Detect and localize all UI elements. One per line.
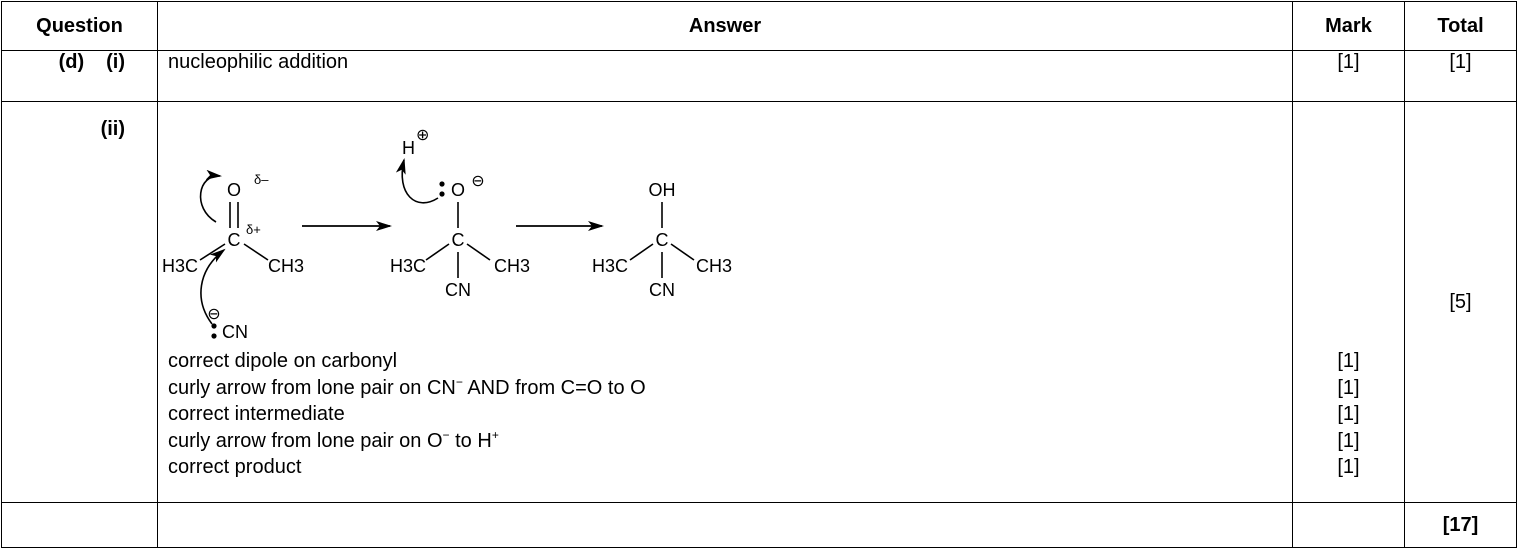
marking-point: curly arrow from lone pair on CN− AND fr… <box>168 375 1292 402</box>
reactant-methyl-left: H3C <box>162 256 198 276</box>
mark-d-ii: [1] [1] [1] [1] [1] <box>1292 101 1405 503</box>
delta-plus-label: δ+ <box>246 222 261 237</box>
cyanide-nucleophile: ⊖ CN <box>200 248 248 342</box>
intermediate-oxygen: O <box>451 180 465 200</box>
mark-d-i: [1] <box>1292 50 1405 102</box>
mark-value: [1] <box>1337 429 1360 452</box>
product-methyl-left: H3C <box>592 256 628 276</box>
lone-pair-dot <box>439 181 445 187</box>
mark-value: [1] <box>1337 456 1360 478</box>
proton-charge-icon: ⊕ <box>416 127 429 144</box>
answer-d-ii: O δ– C δ+ H3C CH3 <box>157 101 1293 503</box>
mark-value: [1] <box>1337 403 1360 425</box>
lone-pair-dot <box>211 323 217 329</box>
question-d-ii: (ii) <box>1 101 158 503</box>
delta-minus-label: δ– <box>254 172 269 187</box>
intermediate-methyl-left: H3C <box>390 256 426 276</box>
proton-label: H <box>402 138 415 158</box>
proton: H ⊕ <box>402 127 429 158</box>
lone-pair-dot <box>439 191 445 197</box>
total-d-i: [1] <box>1404 50 1517 102</box>
row-grand-total: [17] <box>1 502 1517 548</box>
intermediate-methyl-right: CH3 <box>494 256 530 276</box>
point-text: correct intermediate <box>168 403 345 425</box>
product-methyl-right: CH3 <box>696 256 732 276</box>
question-part-label: (d) <box>58 51 85 73</box>
mechanism-diagram: O δ– C δ+ H3C CH3 <box>158 104 1292 348</box>
marking-point: correct intermediate <box>168 401 1292 428</box>
bond-line <box>466 243 491 261</box>
marking-point: curly arrow from lone pair on O− to H+ <box>168 428 1292 455</box>
reactant-oxygen: O <box>227 180 241 200</box>
reactant-methyl-right: CH3 <box>268 256 304 276</box>
point-text: AND from C=O to O <box>462 376 646 399</box>
curly-arrow-cyanide-to-carbon <box>200 248 226 325</box>
point-superscript: − <box>442 427 450 442</box>
mark-value: [1] <box>1337 376 1360 399</box>
lone-pair-dot <box>211 333 217 339</box>
empty-cell <box>1 502 158 548</box>
bond-line <box>425 243 450 261</box>
question-sub-label: (ii) <box>100 118 125 140</box>
product-cyano: CN <box>649 280 675 300</box>
point-superscript: + <box>491 427 499 442</box>
cyanide-label: CN <box>222 322 248 342</box>
marking-point: correct product <box>168 454 1292 481</box>
marking-points: correct dipole on carbonyl curly arrow f… <box>158 348 1292 481</box>
mark-list: [1] [1] [1] [1] [1] <box>1293 348 1404 481</box>
mechanism-svg: O δ– C δ+ H3C CH3 <box>162 127 732 342</box>
mark-value: [1] <box>1337 350 1360 372</box>
total-d-ii: [5] <box>1404 101 1517 503</box>
product-carbon: C <box>656 230 669 250</box>
answer-d-i: nucleophilic addition <box>157 50 1293 102</box>
row-d-i: (d) (i) nucleophilic addition [1] [1] <box>1 50 1517 102</box>
question-d-i: (d) (i) <box>1 50 158 102</box>
marking-point: correct dipole on carbonyl <box>168 348 1292 375</box>
point-text: to H <box>449 429 492 452</box>
grand-total: [17] <box>1404 502 1517 548</box>
point-text: correct product <box>168 456 302 478</box>
cyanide-charge-icon: ⊖ <box>207 306 220 323</box>
product-molecule: OH C H3C CH3 CN <box>592 180 732 300</box>
row-d-ii: (ii) O δ– C δ+ <box>1 101 1517 503</box>
empty-cell <box>1292 502 1405 548</box>
header-mark: Mark <box>1292 1 1405 51</box>
point-text: curly arrow from lone pair on O <box>168 429 443 452</box>
header-total: Total <box>1404 1 1517 51</box>
intermediate-cyano: CN <box>445 280 471 300</box>
intermediate-carbon: C <box>452 230 465 250</box>
bond-line <box>243 243 269 261</box>
point-superscript: − <box>455 374 463 389</box>
point-text: curly arrow from lone pair on CN <box>168 376 456 399</box>
bond-line <box>629 243 654 261</box>
header-answer: Answer <box>157 1 1293 51</box>
empty-cell <box>157 502 1293 548</box>
intermediate-molecule: O ⊖ C H3C CH3 CN <box>390 158 530 300</box>
header-row: Question Answer Mark Total <box>1 1 1517 51</box>
curly-arrow-bond-to-oxygen <box>199 169 222 223</box>
question-sub-label: (i) <box>106 51 125 73</box>
reactant-carbon: C <box>228 230 241 250</box>
header-question: Question <box>1 1 158 51</box>
reactant-molecule: O δ– C δ+ H3C CH3 <box>162 169 304 276</box>
curly-arrow-oxygen-to-proton <box>395 158 439 204</box>
intermediate-charge-icon: ⊖ <box>471 173 484 190</box>
point-text: correct dipole on carbonyl <box>168 350 398 372</box>
product-hydroxyl: OH <box>649 180 676 200</box>
bond-line <box>670 243 695 261</box>
